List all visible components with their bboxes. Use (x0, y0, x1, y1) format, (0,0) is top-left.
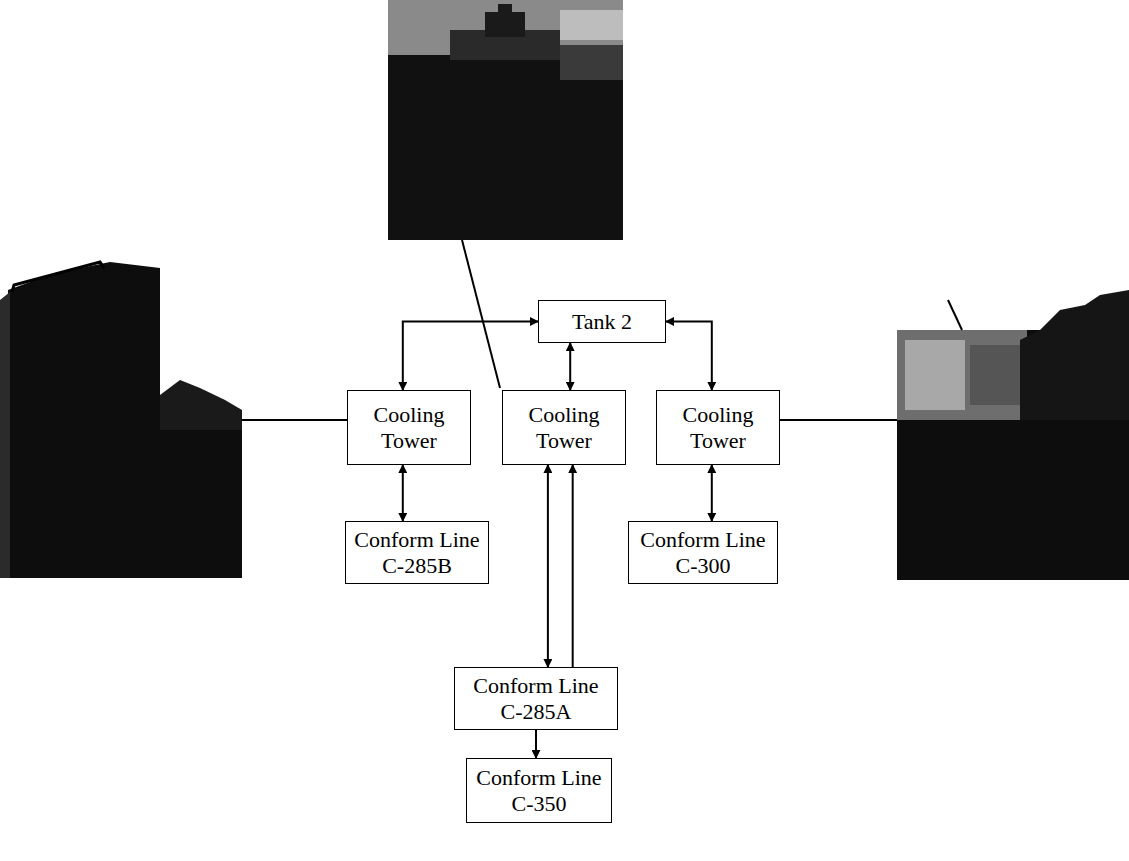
flow-arrow (535, 730, 537, 758)
flow-arrow (403, 322, 538, 391)
conform-line-box: Conform Line C-350 (466, 758, 612, 823)
cooling-tower-box: Cooling Tower (656, 390, 780, 465)
tank-box: Tank 2 (538, 300, 666, 343)
flow-arrow (569, 343, 571, 390)
conform-line-box: Conform Line C-285B (345, 521, 489, 584)
node-label: Cooling Tower (509, 402, 619, 453)
flow-arrow (572, 465, 574, 667)
node-label: Conform Line C-300 (635, 527, 771, 578)
leader-line (462, 240, 500, 388)
flow-arrow (666, 322, 712, 391)
conform-line-box: Conform Line C-300 (628, 521, 778, 584)
flow-arrow (402, 465, 404, 521)
leader-line (778, 419, 897, 421)
left-photo (0, 262, 242, 578)
node-label: Tank 2 (572, 309, 632, 334)
node-label: Conform Line C-285B (352, 527, 482, 578)
flow-arrow (711, 465, 713, 521)
leader-line (242, 419, 347, 421)
right-photo (897, 290, 1129, 580)
top-photo (388, 0, 623, 240)
conform-line-box: Conform Line C-285A (454, 667, 618, 730)
flow-arrow (547, 465, 549, 667)
cooling-tower-box: Cooling Tower (502, 390, 626, 465)
node-label: Conform Line C-350 (473, 765, 605, 816)
node-label: Cooling Tower (354, 402, 464, 453)
node-label: Conform Line C-285A (461, 673, 611, 724)
node-label: Cooling Tower (663, 402, 773, 453)
cooling-tower-box: Cooling Tower (347, 390, 471, 465)
